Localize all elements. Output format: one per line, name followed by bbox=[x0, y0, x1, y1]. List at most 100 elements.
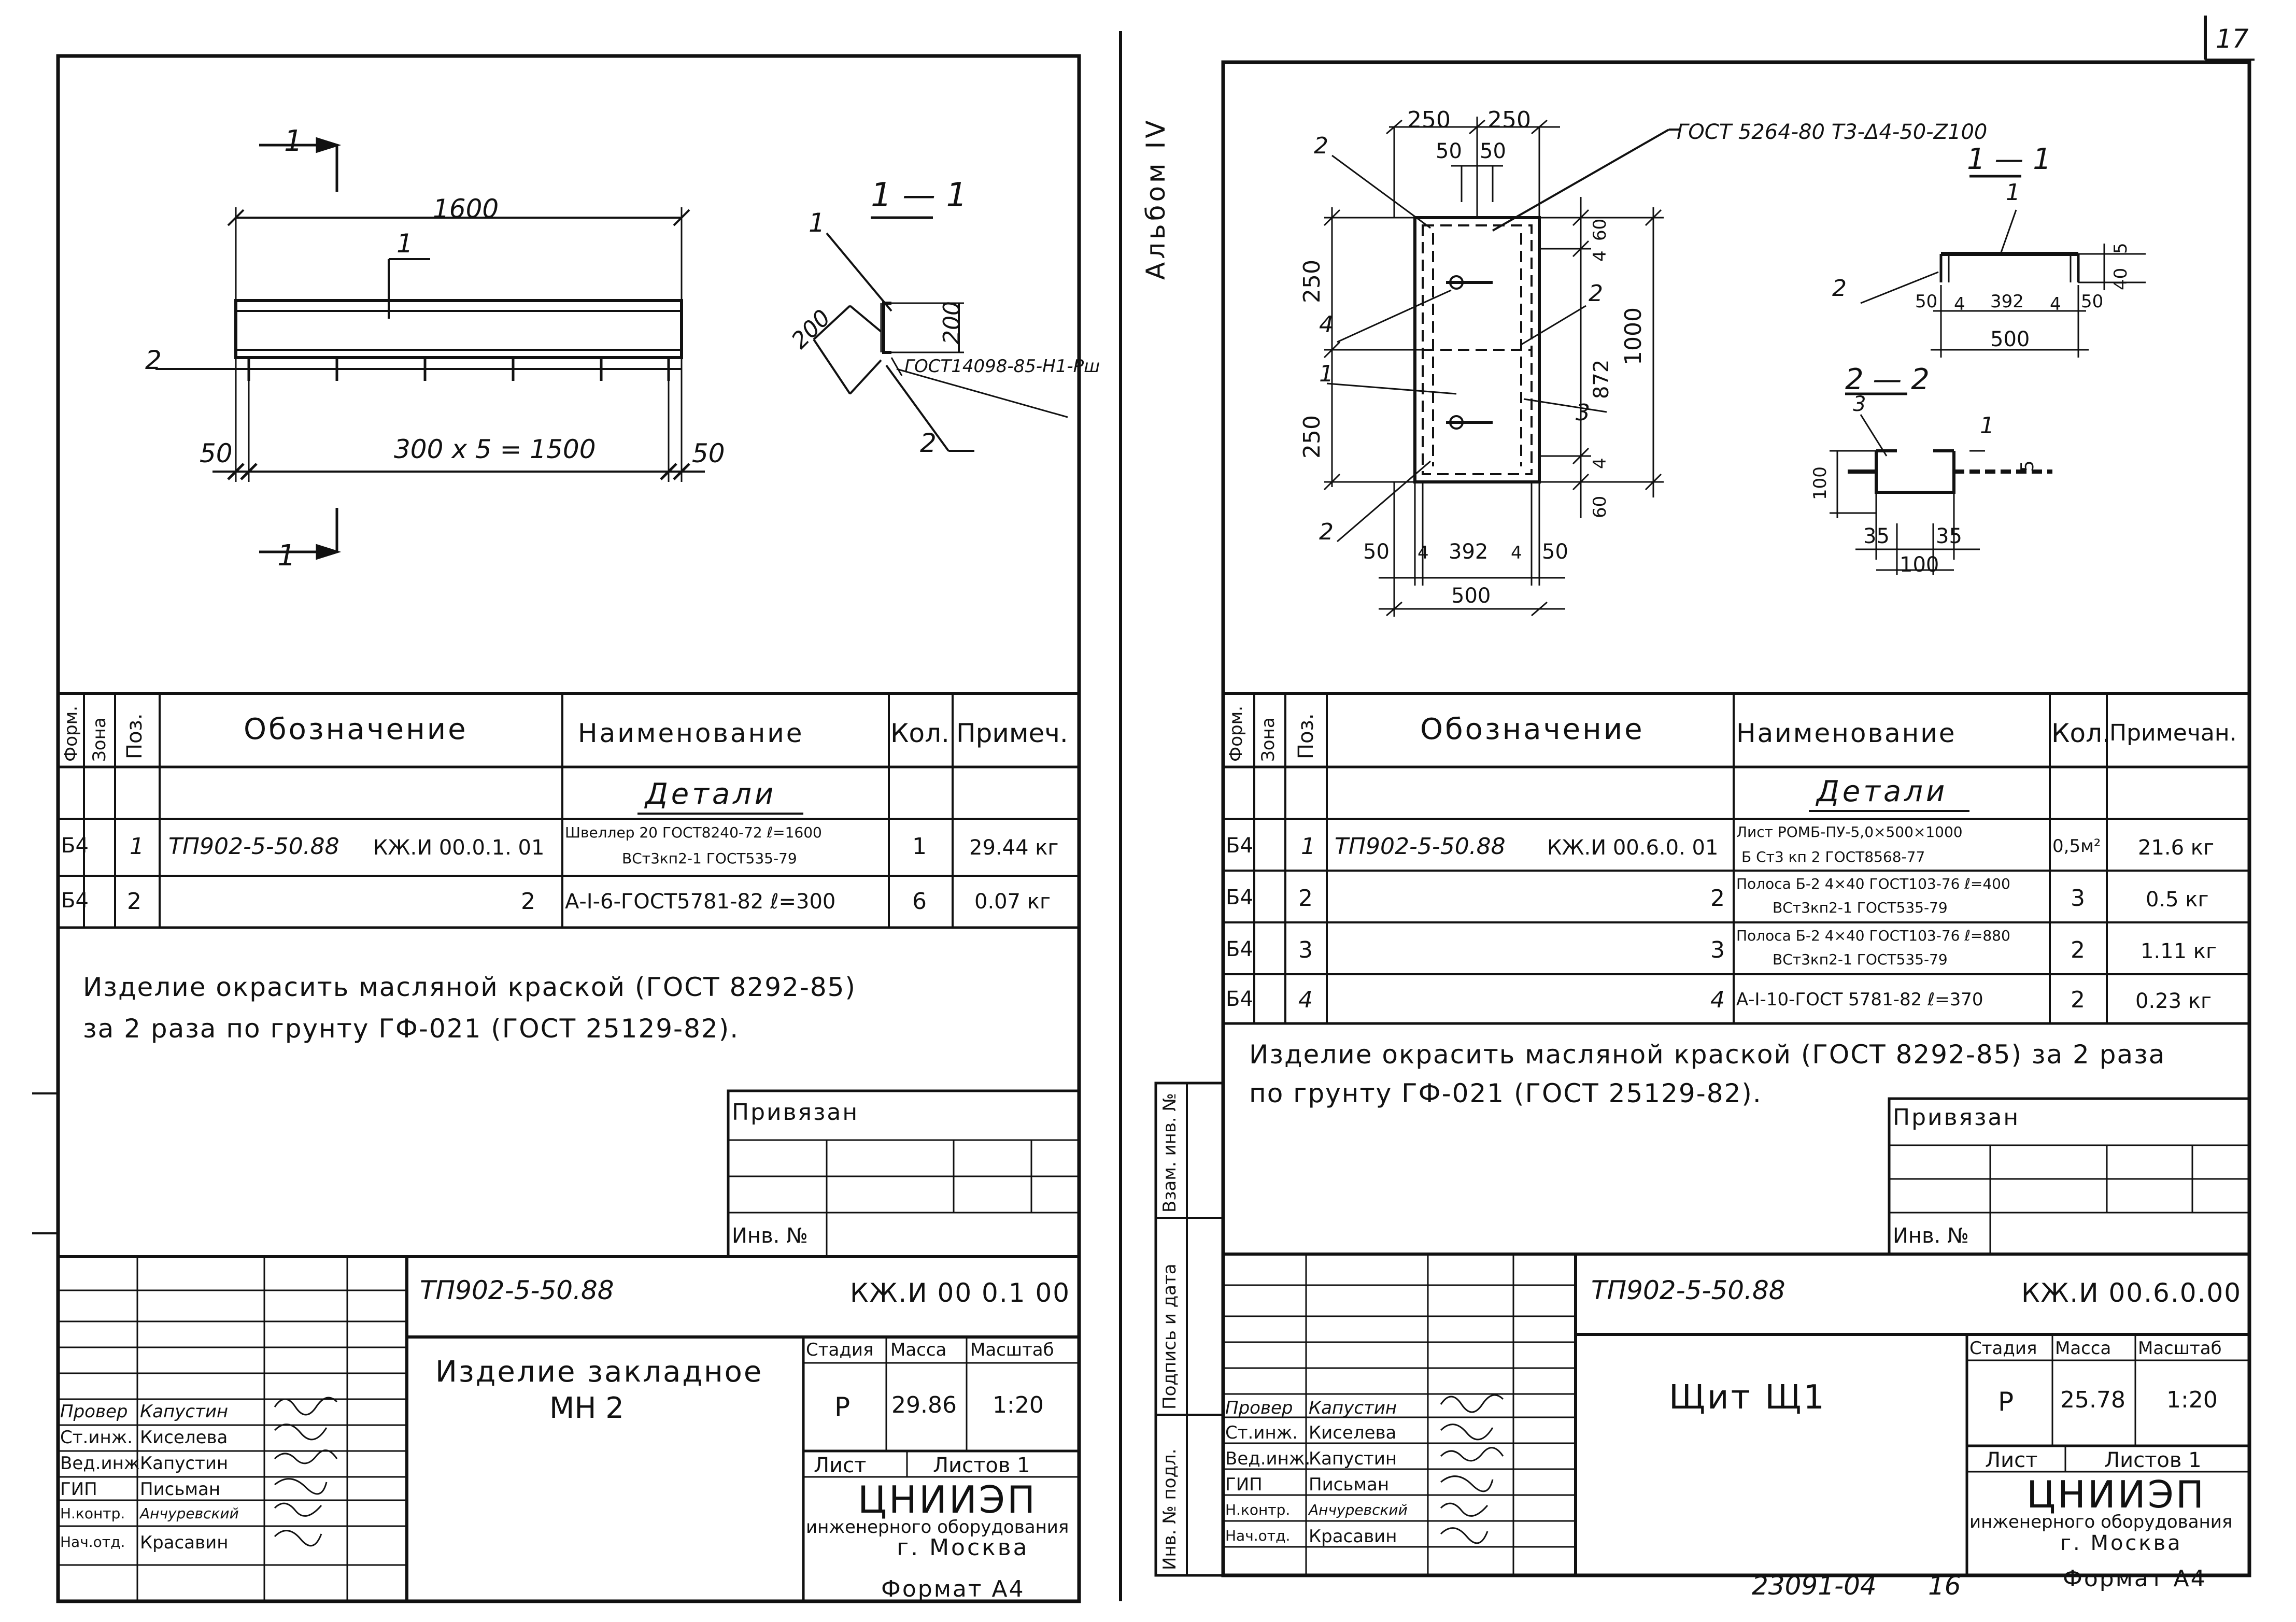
rspec-row2-pos: 2 bbox=[1298, 885, 1313, 912]
title-org-dept: инженерного оборудования bbox=[806, 1517, 1069, 1538]
rspec-row1-doc: ТП902-5-50.88 bbox=[1335, 833, 1506, 860]
role-3-name: Капустин bbox=[140, 1453, 229, 1474]
spec-row1-doc: ТП902-5-50.88 bbox=[168, 833, 339, 860]
plan-callout-1: 1 bbox=[1319, 361, 1334, 387]
plan-dim-872: 872 bbox=[1590, 359, 1613, 399]
section-mark-bottom: 1 bbox=[277, 539, 296, 573]
title-name-line-2: МН 2 bbox=[549, 1391, 624, 1425]
bottom-archive-code: 23091-04 bbox=[1752, 1571, 1877, 1601]
dim-end-right: 50 bbox=[692, 438, 725, 468]
rspec-row2-note: 0.5 кг bbox=[2146, 888, 2209, 912]
s22-dim-35b: 35 bbox=[1936, 524, 1962, 548]
rspec-row2-form: Б4 bbox=[1226, 886, 1253, 909]
rrole-1-name: Капустин bbox=[1309, 1398, 1397, 1418]
rspec-row1-qty: 0,5м² bbox=[2052, 836, 2101, 857]
rtitle-doc-code: КЖ.И 00.6.0.00 bbox=[2021, 1278, 2242, 1308]
rspec-row3-qty: 2 bbox=[2071, 937, 2085, 963]
title-stage-value: Р bbox=[834, 1392, 851, 1422]
rspec-header-designation: Обозначение bbox=[1420, 713, 1645, 746]
rspec-row3-code: 3 bbox=[1710, 937, 1725, 963]
plan-callout-4: 4 bbox=[1319, 311, 1334, 338]
s11-dim-392: 392 bbox=[1990, 291, 2024, 312]
dim-top-250a: 250 bbox=[1407, 107, 1451, 133]
rspec-row1-form: Б4 bbox=[1226, 834, 1253, 858]
plan-dim-b4a: 4 bbox=[1418, 543, 1429, 563]
rspec-row1-code: КЖ.И 00.6.0. 01 bbox=[1547, 836, 1719, 860]
plan-dim-4-lower: 4 bbox=[1590, 458, 1610, 469]
rspec-row3-name-bottom: ВСт3кп2-1 ГОСТ535-79 bbox=[1773, 951, 1948, 968]
spec-row1-name-top: Швеллер 20 ГОСТ8240-72 ℓ=1600 bbox=[565, 824, 822, 841]
rspec-header-name: Наименование bbox=[1736, 718, 1957, 748]
weld-note: ГОСТ14098-85-Н1-Рш bbox=[904, 356, 1100, 377]
rspec-row3-name-top: Полоса Б-2 4×40 ГОСТ103-76 ℓ=880 bbox=[1736, 927, 2010, 944]
dim-top-50a: 50 bbox=[1436, 139, 1462, 163]
rtitle-project-code: ТП902-5-50.88 bbox=[1591, 1275, 1785, 1305]
title-sheets-label: Листов 1 bbox=[933, 1454, 1030, 1477]
role-4-name: Письман bbox=[140, 1479, 221, 1500]
role-2: Ст.инж. bbox=[60, 1427, 133, 1448]
section-callout-2: 2 bbox=[920, 428, 937, 458]
spec-row1-qty: 1 bbox=[912, 833, 927, 860]
spec-row1-form: Б4 bbox=[61, 834, 89, 858]
rspec-row1-pos: 1 bbox=[1301, 833, 1315, 860]
plan-dim-b4b: 4 bbox=[1511, 543, 1522, 563]
format-label-left: Формат А4 bbox=[881, 1576, 1025, 1602]
spec-header-designation: Обозначение bbox=[244, 713, 468, 746]
rspec-header-qty: Кол. bbox=[2051, 718, 2110, 748]
rspec-row3-note: 1.11 кг bbox=[2141, 940, 2217, 963]
role-2-name: Киселева bbox=[140, 1427, 228, 1448]
s22-dim-100-horizontal: 100 bbox=[1900, 553, 1939, 577]
rspec-row2-qty: 3 bbox=[2071, 885, 2085, 912]
s11-dim-50a: 50 bbox=[1915, 291, 1938, 312]
role-6: Нач.отд. bbox=[60, 1533, 125, 1550]
plan-callout-2b: 2 bbox=[1589, 280, 1603, 307]
rtitle-stage-value: Р bbox=[1998, 1387, 2014, 1417]
section-mark-top: 1 bbox=[284, 124, 303, 158]
rtitle-org-city: г. Москва bbox=[2060, 1531, 2182, 1555]
plan-dim-4-upper: 4 bbox=[1590, 250, 1610, 262]
rrole-5: Н.контр. bbox=[1225, 1501, 1291, 1518]
bottom-sheet-number: 16 bbox=[1928, 1571, 1961, 1601]
rspec-header-zone: Зона bbox=[1258, 717, 1279, 762]
s11-dim-5: 5 bbox=[2110, 243, 2131, 254]
role-5: Н.контр. bbox=[60, 1505, 125, 1522]
spec-header-pos: Поз. bbox=[123, 713, 147, 759]
plan-dim-250-lower: 250 bbox=[1299, 415, 1325, 459]
rtitle-mass-value: 25.78 bbox=[2060, 1387, 2125, 1413]
margin-replace-label: Взам. инв. № bbox=[1159, 1093, 1180, 1213]
plan-dim-1000: 1000 bbox=[1620, 307, 1647, 365]
plan-dim-60-upper: 60 bbox=[1590, 218, 1610, 241]
rspec-row3-pos: 3 bbox=[1298, 937, 1313, 963]
spec-header-qty: Кол. bbox=[890, 718, 949, 748]
rspec-row1-note: 21.6 кг bbox=[2138, 836, 2214, 860]
rrole-2: Ст.инж. bbox=[1225, 1422, 1298, 1443]
album-label: Альбом IV bbox=[1141, 117, 1171, 280]
rspec-group-details: Детали bbox=[1817, 775, 1948, 808]
plan-dim-250-upper: 250 bbox=[1299, 260, 1325, 303]
role-6-name: Красавин bbox=[140, 1532, 229, 1553]
title-org-name: ЦНИИЭП bbox=[858, 1478, 1038, 1521]
rspec-row2-code: 2 bbox=[1710, 885, 1725, 912]
spec-header-name: Наименование bbox=[578, 718, 804, 748]
margin-sign-date-label: Подпись и дата bbox=[1159, 1263, 1180, 1410]
plan-dim-b500: 500 bbox=[1451, 584, 1491, 608]
rspec-row2-name-top: Полоса Б-2 4×40 ГОСТ103-76 ℓ=400 bbox=[1736, 875, 2010, 892]
rtitle-org-dept: инженерного оборудования bbox=[1969, 1512, 2233, 1532]
plan-dim-b50b: 50 bbox=[1542, 540, 1568, 564]
rrole-3-name: Капустин bbox=[1309, 1448, 1397, 1469]
plan-callout-2a: 2 bbox=[1314, 133, 1328, 159]
spec-header-zone: Зона bbox=[89, 717, 110, 762]
plan-callout-3: 3 bbox=[1576, 400, 1590, 426]
dim-end-left: 50 bbox=[200, 438, 233, 468]
plan-dim-b50a: 50 bbox=[1363, 540, 1390, 564]
rrole-3: Вед.инж. bbox=[1225, 1448, 1311, 1469]
section-title-1-1: 1 — 1 bbox=[871, 176, 968, 215]
spec-header-note: Примеч. bbox=[956, 718, 1068, 748]
rspec-row4-code: 4 bbox=[1710, 987, 1725, 1013]
role-1-name: Капустин bbox=[140, 1401, 229, 1422]
rtitle-mass-label: Масса bbox=[2055, 1338, 2111, 1359]
privyazan-label: Привязан bbox=[732, 1099, 859, 1126]
spec-row2-pos: 2 bbox=[127, 888, 141, 915]
rspec-row4-form: Б4 bbox=[1226, 987, 1253, 1011]
